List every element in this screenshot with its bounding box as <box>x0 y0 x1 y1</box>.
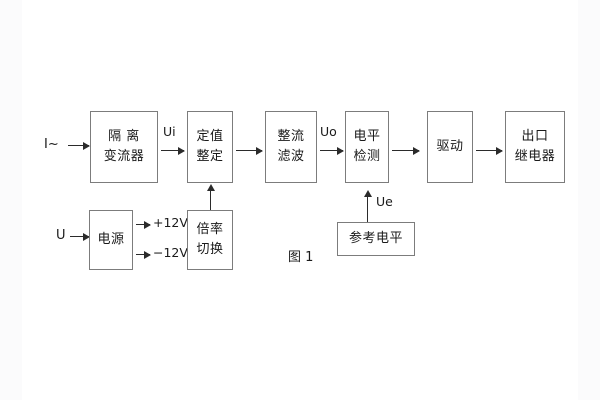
ui-signal-label: Ui <box>163 124 176 139</box>
arrow-isolation-to-setting <box>161 146 185 155</box>
block-output-relay-line-1: 出口 <box>521 128 549 144</box>
block-level-detection-line-1: 电平 <box>353 128 381 144</box>
uo-signal-label: Uo <box>320 124 337 139</box>
block-setting-value-line-1: 定值 <box>196 128 224 144</box>
canvas-left-margin <box>0 0 22 400</box>
arrow-current-to-isolation <box>68 141 90 150</box>
arrow-supply-positive <box>136 220 151 229</box>
block-level-detection-line-2: 检测 <box>353 149 381 164</box>
block-rectifier-filter-line-1: 整流 <box>277 128 305 144</box>
block-power-supply-line-1: 电源 <box>97 231 125 247</box>
block-drive-line-1: 驱动 <box>436 138 464 154</box>
figure-caption: 图 1 <box>288 250 314 265</box>
block-rectifier-filter-line-2: 滤波 <box>277 149 305 164</box>
block-drive[interactable]: 驱动 <box>427 111 473 183</box>
arrow-reference-to-level <box>363 190 372 222</box>
supply-positive-label: +12V <box>153 215 188 230</box>
block-isolation-transformer[interactable]: 隔 离 变流器 <box>90 111 158 183</box>
block-output-relay-line-2: 继电器 <box>514 149 556 164</box>
canvas-right-margin <box>578 0 600 400</box>
block-reference-level-line-1: 参考电平 <box>348 230 403 246</box>
supply-negative-label: −12V <box>153 245 188 260</box>
block-multiplier-switch-line-1: 倍率 <box>196 221 224 237</box>
arrow-rectifier-to-level <box>320 146 344 155</box>
arrow-level-to-drive <box>392 146 420 155</box>
block-isolation-transformer-line-1: 隔 离 <box>108 128 140 144</box>
block-rectifier-filter[interactable]: 整流 滤波 <box>265 111 317 183</box>
arrow-drive-to-relay <box>476 146 503 155</box>
arrow-voltage-to-power-supply <box>70 232 90 241</box>
block-reference-level[interactable]: 参考电平 <box>337 222 415 256</box>
block-power-supply[interactable]: 电源 <box>89 210 133 270</box>
block-multiplier-switch[interactable]: 倍率 切换 <box>187 210 233 270</box>
block-multiplier-switch-line-2: 切换 <box>196 242 224 257</box>
current-input-label: I~ <box>44 137 59 152</box>
block-output-relay[interactable]: 出口 继电器 <box>505 111 565 183</box>
arrow-multiplier-to-setting <box>206 184 215 210</box>
arrow-supply-negative <box>136 250 151 259</box>
block-setting-value-line-2: 整定 <box>196 149 224 164</box>
block-setting-value[interactable]: 定值 整定 <box>187 111 233 183</box>
ue-signal-label: Ue <box>376 194 393 209</box>
voltage-input-label: U <box>56 228 66 243</box>
block-level-detection[interactable]: 电平 检测 <box>345 111 389 183</box>
block-isolation-transformer-line-2: 变流器 <box>103 149 145 164</box>
arrow-setting-to-rectifier <box>236 146 263 155</box>
